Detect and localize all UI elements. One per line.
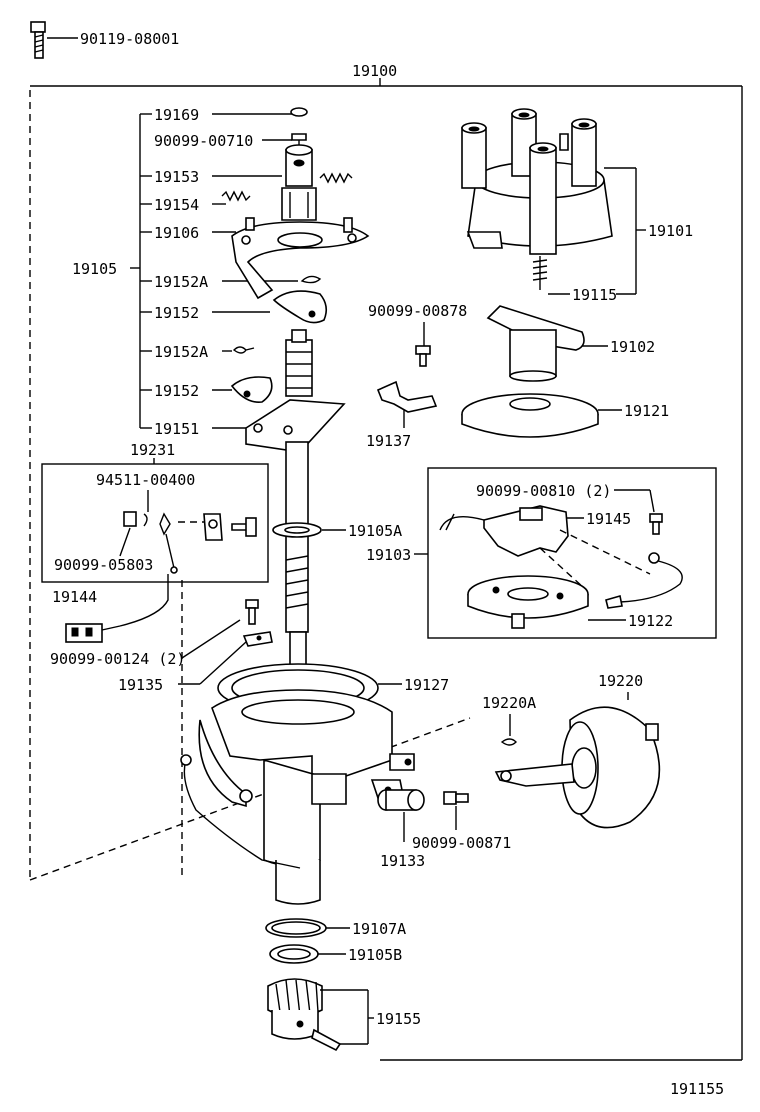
part-label-19101: 19101 bbox=[648, 222, 693, 240]
governor-parts bbox=[221, 107, 370, 403]
part-label-19137: 19137 bbox=[366, 432, 411, 450]
part-label-90099-00124: 90099-00124 (2) bbox=[50, 650, 185, 668]
part-label-19155: 19155 bbox=[376, 1010, 421, 1028]
part-label-19105: 19105 bbox=[72, 260, 117, 278]
part-label-19152A-a: 19152A bbox=[154, 273, 208, 291]
part-label-19107A: 19107A bbox=[352, 920, 406, 938]
part-label-19103: 19103 bbox=[366, 546, 411, 564]
part-label-19115: 19115 bbox=[572, 286, 617, 304]
condenser bbox=[377, 789, 425, 811]
part-label-19154: 19154 bbox=[154, 196, 199, 214]
part-label-19105B: 19105B bbox=[348, 946, 402, 964]
sub-assembly-box-19231 bbox=[41, 463, 269, 583]
part-label-assembly: 19100 bbox=[352, 62, 397, 80]
part-label-19105A: 19105A bbox=[348, 522, 402, 540]
part-label-19121: 19121 bbox=[624, 402, 669, 420]
o-ring bbox=[265, 918, 327, 938]
part-label-19144: 19144 bbox=[52, 588, 97, 606]
washer bbox=[269, 944, 319, 964]
part-label-90099-05803: 90099-05803 bbox=[54, 556, 153, 574]
bracket-19155 bbox=[320, 989, 374, 1045]
signal-generator bbox=[439, 505, 651, 589]
vacuum-advance-unit bbox=[494, 706, 661, 829]
part-label-19152A-b: 19152A bbox=[154, 343, 208, 361]
screw-icon bbox=[242, 599, 273, 647]
screw-icon-3 bbox=[649, 513, 663, 535]
part-label-90099-00871: 90099-00871 bbox=[412, 834, 511, 852]
part-label-94511-00400: 94511-00400 bbox=[96, 471, 195, 489]
part-label-19153: 19153 bbox=[154, 168, 199, 186]
main-shaft bbox=[245, 329, 346, 669]
part-label-90099-00810: 90099-00810 (2) bbox=[476, 482, 611, 500]
clamp bbox=[376, 380, 438, 413]
dust-cover bbox=[461, 393, 599, 438]
distributor-housing bbox=[180, 663, 415, 905]
distributor-cap bbox=[461, 108, 613, 290]
part-label-19169: 19169 bbox=[154, 106, 199, 124]
part-label-19106: 19106 bbox=[154, 224, 199, 242]
part-label-19102: 19102 bbox=[610, 338, 655, 356]
part-label-19152-a: 19152 bbox=[154, 304, 199, 322]
part-label-19135: 19135 bbox=[118, 676, 163, 694]
part-label-19127: 19127 bbox=[404, 676, 449, 694]
part-label-19220A: 19220A bbox=[482, 694, 536, 712]
part-label-19152-b: 19152 bbox=[154, 382, 199, 400]
breaker-plate bbox=[467, 575, 589, 629]
group-bracket-19105 bbox=[130, 113, 152, 429]
figure-number: 191155 bbox=[670, 1080, 724, 1098]
bracket-19101 bbox=[604, 167, 646, 295]
connector-parts bbox=[123, 511, 257, 574]
drive-gear bbox=[267, 978, 342, 1052]
part-label-90099-00710: 90099-00710 bbox=[154, 132, 253, 150]
part-label-19231: 19231 bbox=[130, 441, 175, 459]
clip-icon bbox=[500, 738, 517, 746]
part-label-19133: 19133 bbox=[380, 852, 425, 870]
part-label-bolt: 90119-08001 bbox=[80, 30, 179, 48]
sub-assembly-box-19103 bbox=[427, 467, 717, 639]
screw-icon-2 bbox=[415, 345, 431, 367]
part-label-19151: 19151 bbox=[154, 420, 199, 438]
part-label-19122: 19122 bbox=[628, 612, 673, 630]
screw-icon-4 bbox=[443, 791, 469, 805]
part-label-19145: 19145 bbox=[586, 510, 631, 528]
part-label-19220: 19220 bbox=[598, 672, 643, 690]
part-label-90099-00878: 90099-00878 bbox=[368, 302, 467, 320]
bolt-icon bbox=[30, 21, 78, 59]
rotor bbox=[486, 305, 585, 382]
ground-wire bbox=[605, 552, 683, 609]
wire-connector-icon bbox=[65, 574, 169, 643]
